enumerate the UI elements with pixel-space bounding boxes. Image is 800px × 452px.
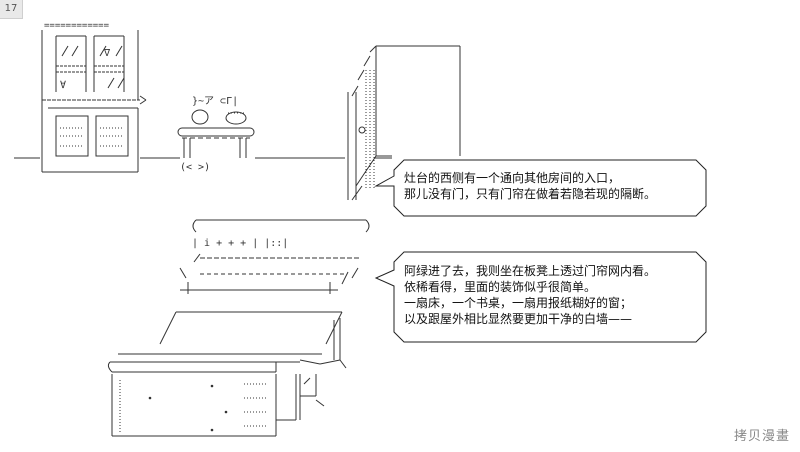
bed xyxy=(107,311,347,437)
bench: | i + + + | |::| xyxy=(179,219,370,294)
svg-text:}~ア ⊂Γ|: }~ア ⊂Γ| xyxy=(192,96,238,107)
doorway-curtain xyxy=(347,45,461,201)
bubble-top-line-2: 那儿没有门，只有门帘在做着若隐若现的隔断。 xyxy=(404,187,657,201)
page-number-badge: 17 xyxy=(0,0,23,19)
svg-text:| i + + + | |::|: | i + + + | |::| xyxy=(192,238,288,249)
bubble-bottom-line-4: 以及跟屋外相比显然要更加干净的白墙—— xyxy=(404,312,633,326)
svg-text:∀: ∀ xyxy=(60,80,66,91)
bubble-bottom-line-1: 阿绿进了去，我则坐在板凳上透过门帘网内看。 xyxy=(404,264,657,278)
bubble-bottom-frame xyxy=(374,251,707,343)
bubble-top-frame xyxy=(374,159,707,217)
bubble-top-line-1: 灶台的西侧有一个通向其他房间的入口， xyxy=(404,171,621,185)
bubble-bottom-line-2: 依稀看得，里面的装饰似乎很简单。 xyxy=(404,280,597,294)
speech-bubble-top: 灶台的西侧有一个通向其他房间的入口， 那儿没有门，只有门帘在做着若隐若现的隔断。 xyxy=(404,170,656,202)
svg-text:============: ============ xyxy=(44,21,110,31)
speech-bubble-bottom: 阿绿进了去，我则坐在板凳上透过门帘网内看。 依稀看得，里面的装饰似乎很简单。 一… xyxy=(404,263,656,327)
svg-text:∇: ∇ xyxy=(103,48,111,59)
watermark: 拷贝漫畫 xyxy=(733,429,790,444)
teapot-stool: }~ア ⊂Γ| (< >) xyxy=(177,96,255,173)
cupboard: ============ ∀ ∇ xyxy=(41,21,147,173)
svg-text:(< >): (< >) xyxy=(180,162,210,173)
bubble-bottom-line-3: 一扇床，一个书桌，一扇用报纸糊好的窗； xyxy=(404,296,633,310)
